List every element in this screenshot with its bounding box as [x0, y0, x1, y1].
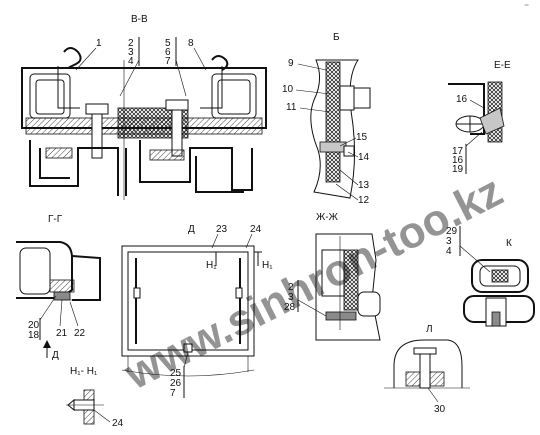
callout-1: 1: [96, 38, 102, 49]
callout-3: 3: [128, 47, 134, 58]
view-zhzh-title: Ж-Ж: [316, 212, 339, 223]
callout-9: 9: [288, 58, 294, 69]
callout-16-second: 16: [452, 155, 464, 166]
callout-24: 24: [250, 224, 262, 235]
view-ee: Е-Е: [448, 60, 511, 143]
callout-5: 5: [165, 38, 171, 49]
callout-24-second: 24: [112, 418, 124, 429]
callout-2: 2: [128, 38, 134, 49]
callout-29: 29: [446, 226, 458, 237]
view-h1-h1: Н₁- Н₁: [66, 366, 104, 425]
view-zhzh: Ж-Ж: [315, 212, 381, 341]
view-b: Б: [310, 32, 371, 199]
callout-26: 26: [170, 378, 182, 389]
callout-22: 22: [74, 328, 86, 339]
section-h1-marker-left: Н₁: [206, 260, 217, 271]
view-k: К: [463, 238, 535, 327]
view-vv: В-В: [21, 14, 267, 200]
view-d-arrow-label: Д: [52, 350, 59, 361]
callout-6: 6: [165, 47, 171, 58]
callout-7-second: 7: [170, 388, 176, 399]
callout-28: 28: [284, 302, 296, 313]
callout-25: 25: [170, 368, 182, 379]
view-h1-h1-title: Н₁- Н₁: [70, 366, 98, 377]
view-k-title: К: [506, 238, 512, 249]
callout-3-zhzh: 3: [288, 292, 294, 303]
view-vv-title: В-В: [131, 14, 148, 25]
callout-10: 10: [282, 84, 294, 95]
callout-14: 14: [358, 152, 370, 163]
watermark-text: www.sinhron-too.kz: [116, 166, 510, 399]
corner-mark: ⁻: [524, 2, 529, 13]
callout-18: 18: [28, 330, 40, 341]
view-l-title: Л: [426, 324, 433, 335]
callout-4-k: 4: [446, 246, 452, 257]
callout-23: 23: [216, 224, 228, 235]
callout-7: 7: [165, 56, 171, 67]
callout-16: 16: [456, 94, 468, 105]
section-h1-marker-right: Н₁: [262, 260, 273, 271]
callout-30: 30: [434, 404, 446, 415]
callout-11: 11: [286, 102, 297, 113]
view-gg-title: Г-Г: [48, 214, 63, 225]
view-d-title: Д: [188, 224, 195, 235]
view-d: Д: [121, 224, 262, 377]
callout-3-k: 3: [446, 236, 452, 247]
view-l: Л: [384, 324, 470, 389]
callout-13: 13: [358, 180, 370, 191]
callout-20: 20: [28, 320, 40, 331]
callout-8: 8: [188, 38, 194, 49]
view-gg: Г-Г: [16, 214, 101, 301]
callout-21: 21: [56, 328, 68, 339]
callout-12: 12: [358, 195, 370, 206]
callout-15: 15: [356, 132, 368, 143]
callout-19: 19: [452, 164, 464, 175]
callout-4: 4: [128, 56, 134, 67]
callout-2-zhzh: 2: [288, 282, 294, 293]
view-ee-title: Е-Е: [494, 60, 511, 71]
callout-17: 17: [452, 146, 464, 157]
view-b-title: Б: [333, 32, 340, 43]
